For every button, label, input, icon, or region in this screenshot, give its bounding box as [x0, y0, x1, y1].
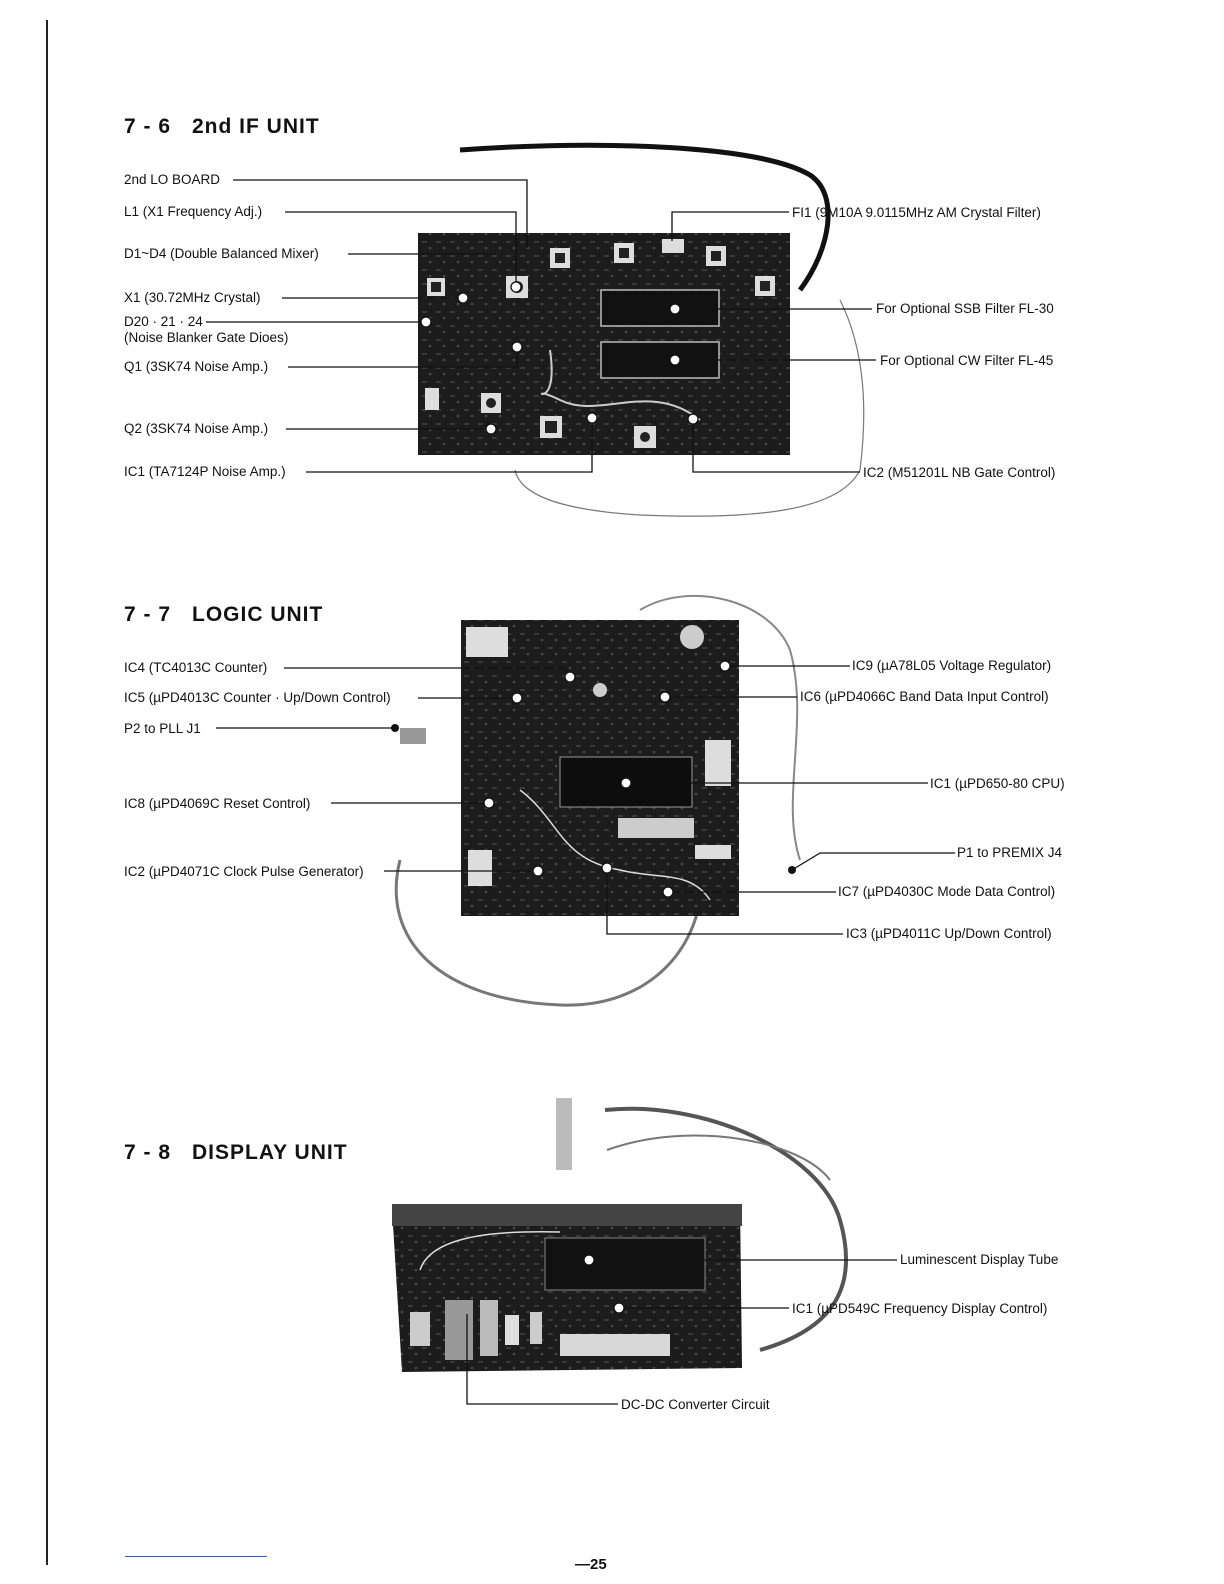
connector-dot — [788, 866, 796, 874]
label-cw-filter: For Optional CW Filter FL-45 — [880, 353, 1054, 368]
label-ssb-filter: For Optional SSB Filter FL-30 — [876, 301, 1054, 316]
label-p1: P1 to PREMIX J4 — [957, 845, 1063, 860]
label-ic8: IC8 (µPD4069C Reset Control) — [124, 796, 311, 811]
label-p2: P2 to PLL J1 — [124, 721, 201, 736]
label-q1: Q1 (3SK74 Noise Amp.) — [124, 359, 269, 374]
section-number: 7 - 8 — [124, 1141, 172, 1164]
section-heading: DISPLAY UNIT — [192, 1141, 348, 1164]
if-unit-board-photo — [418, 142, 865, 517]
section-title-7-8: 7 - 8 DISPLAY UNIT — [124, 1141, 348, 1165]
label-fi1: FI1 (9M10A 9.0115MHz AM Crystal Filter) — [792, 205, 1041, 220]
footer-rule — [125, 1556, 267, 1557]
binding-edge-line — [46, 20, 48, 1565]
label-d1-d4: D1~D4 (Double Balanced Mixer) — [124, 246, 319, 261]
label-x1: X1 (30.72MHz Crystal) — [124, 290, 261, 305]
label-ic7: IC7 (µPD4030C Mode Data Control) — [838, 884, 1056, 899]
display-unit-board-photo — [392, 1098, 849, 1372]
label-ic9: IC9 (µA78L05 Voltage Regulator) — [852, 658, 1052, 673]
logic-unit-board-photo — [394, 595, 801, 1007]
label-ic1-cpu: IC1 (µPD650-80 CPU) — [930, 776, 1065, 791]
label-ic2-nb-gate: IC2 (M51201L NB Gate Control) — [863, 465, 1056, 480]
section-title-7-7: 7 - 7 LOGIC UNIT — [124, 603, 323, 627]
label-d20-note: (Noise Blanker Gate Dioes) — [124, 330, 289, 345]
connector-dot — [391, 724, 399, 732]
label-q2: Q2 (3SK74 Noise Amp.) — [124, 421, 269, 436]
section-title-7-6: 7 - 6 2nd IF UNIT — [124, 115, 320, 139]
leader-end-markers — [420, 281, 731, 1314]
label-d20: D20 · 21 · 24 — [124, 314, 203, 329]
label-ic4: IC4 (TC4013C Counter) — [124, 660, 268, 675]
label-dc-dc-converter: DC-DC Converter Circuit — [621, 1397, 770, 1412]
section-heading: 2nd IF UNIT — [192, 115, 320, 138]
label-ic5: IC5 (µPD4013C Counter · Up/Down Control) — [124, 690, 391, 705]
section-heading: LOGIC UNIT — [192, 603, 324, 626]
section-number: 7 - 7 — [124, 603, 172, 626]
section-number: 7 - 6 — [124, 115, 172, 138]
label-2nd-lo-board: 2nd LO BOARD — [124, 172, 221, 187]
label-ic6: IC6 (µPD4066C Band Data Input Control) — [800, 689, 1049, 704]
label-ic1-display-control: IC1 (µPD549C Frequency Display Control) — [792, 1301, 1048, 1316]
page-number: —25 — [575, 1556, 607, 1573]
label-ic2-clock: IC2 (µPD4071C Clock Pulse Generator) — [124, 864, 364, 879]
label-ic3: IC3 (µPD4011C Up/Down Control) — [846, 926, 1052, 941]
label-ic1-noise-amp: IC1 (TA7124P Noise Amp.) — [124, 464, 286, 479]
label-display-tube: Luminescent Display Tube — [900, 1252, 1059, 1267]
label-l1: L1 (X1 Frequency Adj.) — [124, 204, 263, 219]
